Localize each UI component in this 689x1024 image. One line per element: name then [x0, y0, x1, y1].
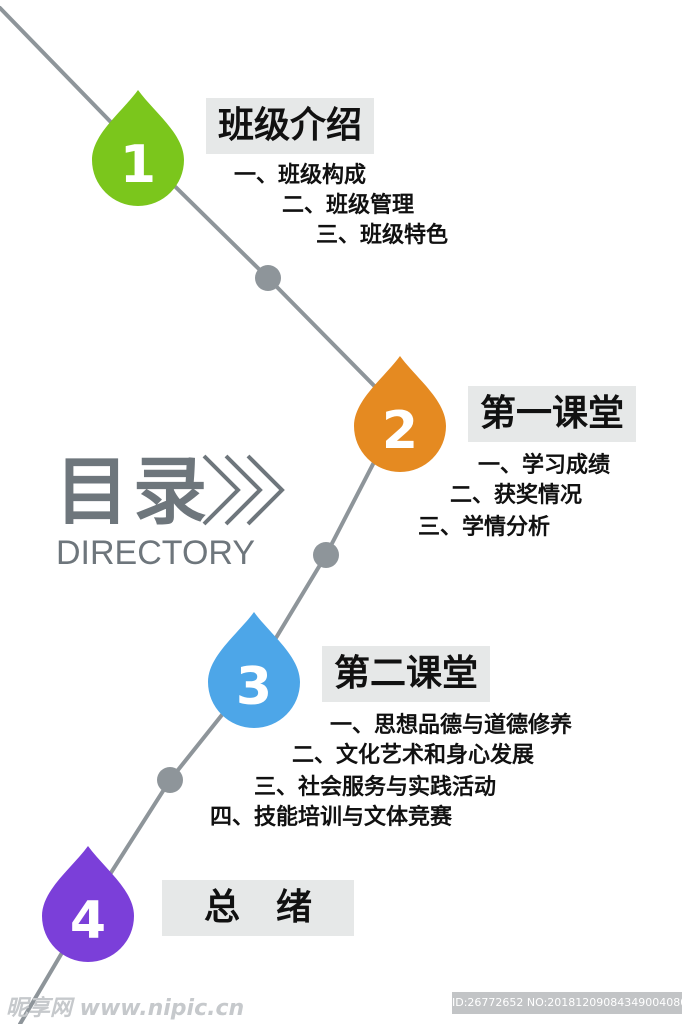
drop-shape-icon	[42, 846, 134, 962]
section-1-number-badge: 1	[88, 90, 188, 206]
section-2-item-2: 二、获奖情况	[450, 483, 583, 508]
section-3-number: 3	[235, 657, 273, 717]
drop-shape-icon	[92, 90, 184, 206]
drop-shape-icon	[208, 612, 300, 728]
watermark-right: ID:26772652 NO:20181209084349004080	[452, 992, 682, 1014]
section-1-item-1: 一、班级构成	[234, 163, 367, 188]
directory-subtitle: DIRECTORY	[56, 534, 256, 572]
section-2-title: 第一课堂	[468, 386, 637, 442]
section-3-item-3: 三、社会服务与实践活动	[254, 775, 497, 800]
section-3-item-2: 二、文化艺术和身心发展	[292, 743, 535, 768]
timeline-dot-1	[255, 265, 281, 291]
section-1-item-3: 三、班级特色	[316, 223, 449, 248]
section-3-title: 第二课堂	[322, 646, 491, 702]
section-3-item-1: 一、思想品德与道德修养	[330, 713, 573, 738]
section-2-number: 2	[381, 401, 419, 461]
section-1-item-2: 二、班级管理	[282, 193, 415, 218]
section-4-title: 总 绪	[162, 880, 354, 936]
section-2-number-badge: 2	[350, 356, 450, 472]
section-3-item-4: 四、技能培训与文体竞赛	[210, 805, 453, 830]
drop-shape-icon	[354, 356, 446, 472]
timeline-dot-2	[313, 542, 339, 568]
section-4-number-badge: 4	[38, 846, 138, 962]
section-3-number-badge: 3	[204, 612, 304, 728]
triple-chevron-right-icon	[202, 454, 285, 526]
watermark-left: 昵享网 www.nipic.cn	[6, 996, 245, 1021]
section-4-number: 4	[69, 891, 107, 951]
timeline-dot-3	[157, 767, 183, 793]
section-1-number: 1	[119, 135, 157, 195]
section-2-item-1: 一、学习成绩	[478, 453, 611, 478]
section-1-title: 班级介绍	[206, 98, 375, 154]
directory-title: 目录	[55, 449, 211, 535]
section-2-item-3: 三、学情分析	[418, 515, 551, 540]
